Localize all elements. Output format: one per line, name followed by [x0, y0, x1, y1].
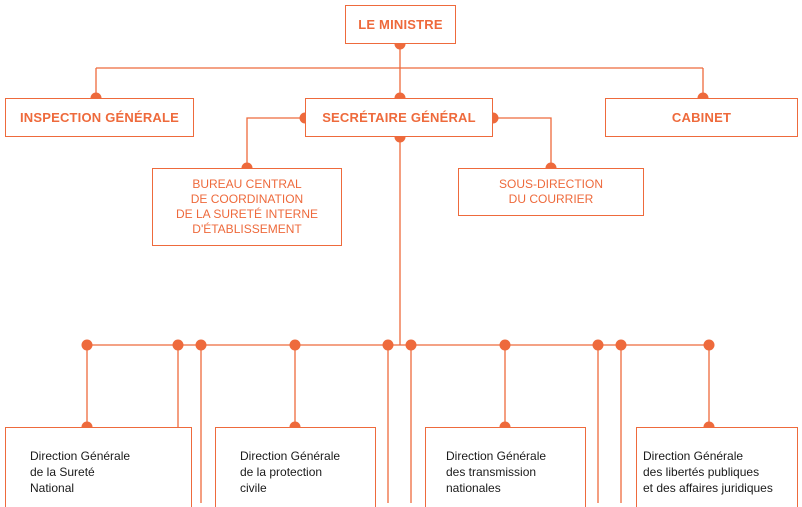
direction-label: Direction Générale de la protection civi… — [240, 449, 341, 495]
node-dot — [172, 339, 184, 351]
node-dot — [592, 339, 604, 351]
node-dot — [195, 339, 207, 351]
minister-label: LE MINISTRE — [358, 17, 443, 32]
bureau-label: BUREAU CENTRAL DE COORDINATION DE LA SUR… — [175, 177, 319, 236]
cabinet-label: CABINET — [671, 110, 732, 125]
to-courrier-line — [493, 117, 552, 168]
direction-box-transmission: Direction Générale des transmission nati… — [425, 427, 586, 507]
direction-label: Direction Générale de la Sureté National — [30, 449, 131, 495]
inspection-label: INSPECTION GÉNÉRALE — [19, 110, 180, 125]
to-bureau-line — [246, 117, 305, 168]
bureau-box: BUREAU CENTRAL DE COORDINATION DE LA SUR… — [152, 168, 342, 246]
node-dot — [81, 339, 93, 351]
secretary-box: SECRÉTAIRE GÉNÉRAL — [305, 98, 493, 137]
minister-box: LE MINISTRE — [345, 5, 456, 44]
direction-label: Direction Générale des transmission nati… — [446, 449, 547, 495]
direction-label: Direction Générale des libertés publique… — [643, 449, 773, 495]
node-dot — [703, 339, 715, 351]
node-dot — [289, 339, 301, 351]
node-dot — [615, 339, 627, 351]
courrier-box: SOUS-DIRECTION DU COURRIER — [458, 168, 644, 216]
inspection-box: INSPECTION GÉNÉRALE — [5, 98, 194, 137]
secretary-label: SECRÉTAIRE GÉNÉRAL — [322, 110, 476, 125]
direction-box-libertes: Direction Générale des libertés publique… — [636, 427, 798, 507]
node-dot — [499, 339, 511, 351]
cabinet-box: CABINET — [605, 98, 798, 137]
node-dot — [405, 339, 417, 351]
direction-box-protection: Direction Générale de la protection civi… — [215, 427, 376, 507]
direction-box-surete: Direction Générale de la Sureté National — [5, 427, 192, 507]
node-dot — [382, 339, 394, 351]
courrier-label: SOUS-DIRECTION DU COURRIER — [498, 177, 603, 206]
